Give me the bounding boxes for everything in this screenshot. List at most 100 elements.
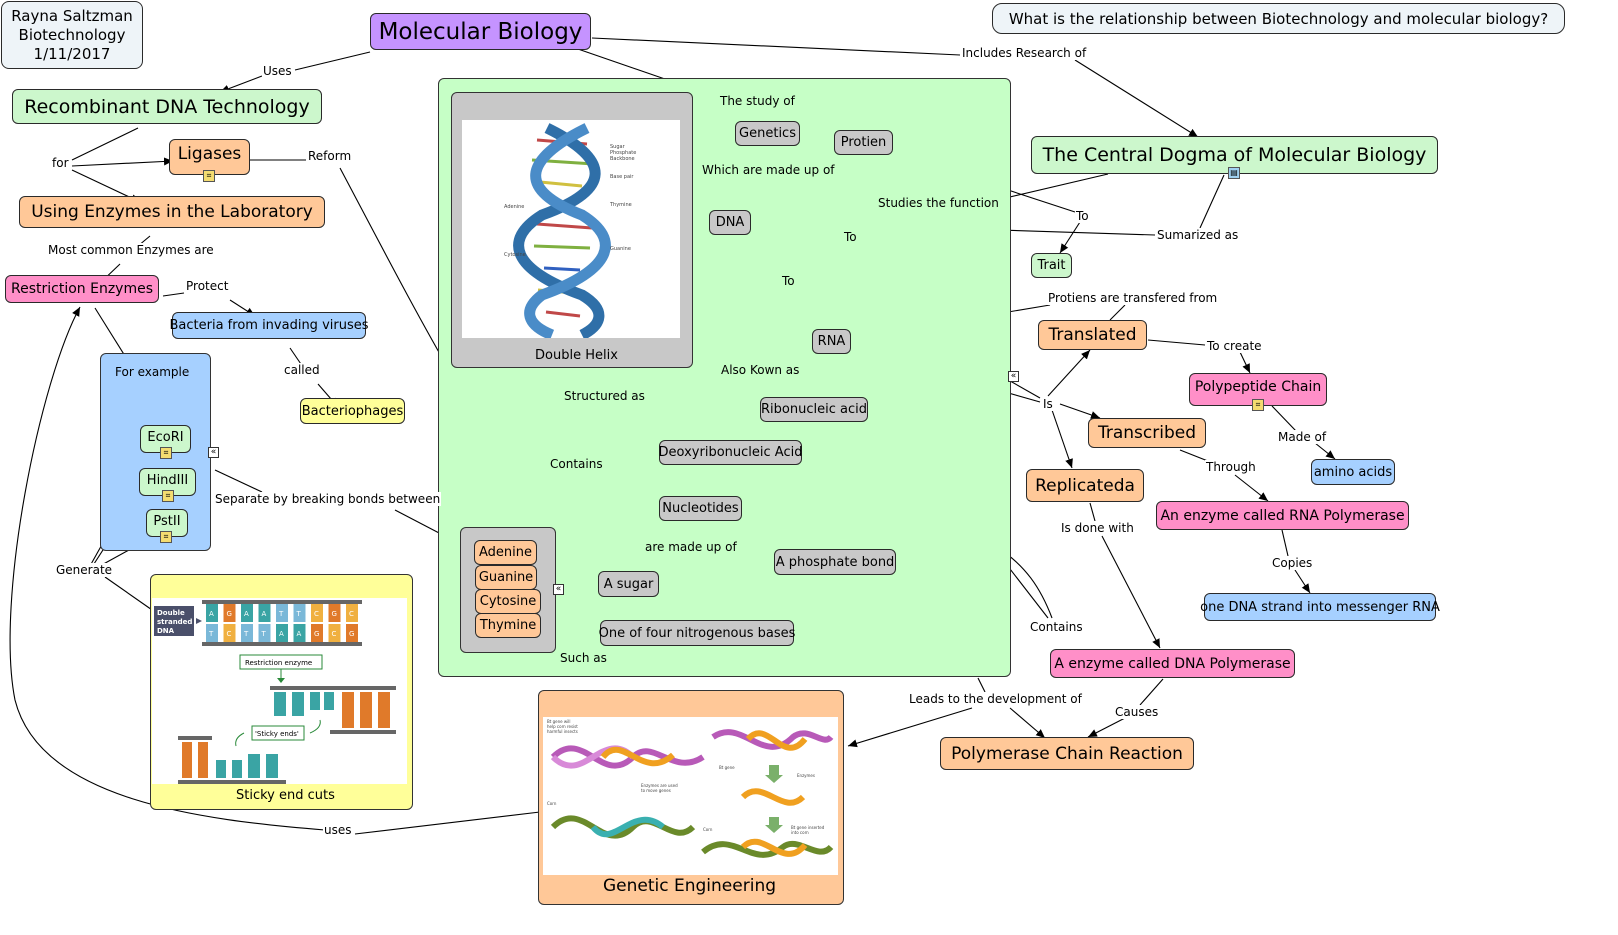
genetic-engineering-figure: Bt gene will help corn resist harmful in… [543,717,838,875]
sticky-base-bottom-label: G [314,630,319,638]
concept-deoxyribonucleic[interactable]: Deoxyribonucleic Acid [659,440,802,465]
sticky-base-top [328,604,341,622]
concept-sugar[interactable]: A sugar [598,571,659,597]
concept-bacteria[interactable]: Bacteria from invading viruses [170,312,369,339]
concept-polypeptide[interactable]: Polypeptide Chain [1189,373,1327,406]
sticky-base-bottom-label: T [243,630,249,638]
concept-guanine[interactable]: Guanine [475,565,537,590]
sticky-base-top-label: G [332,610,337,618]
concept-replicated[interactable]: Replicateda [1026,469,1144,502]
link-uses2: uses [323,823,353,837]
sticky-base-top-label: C [349,610,354,618]
concept-protien[interactable]: Protien [834,130,893,155]
polypeptide-map-icon[interactable]: ⌗ [1252,399,1264,411]
author-course: Biotechnology [18,25,126,44]
double-helix-caption: Double Helix [535,348,618,363]
concept-amino-acids[interactable]: amino acids [1311,459,1395,485]
link-called: called [283,363,321,377]
concept-dna-to-mrna[interactable]: one DNA strand into messenger RNA [1200,593,1440,621]
helix-label-cytosine: Cytosine [504,252,526,258]
concept-translated[interactable]: Translated [1038,320,1147,350]
concept-ligases[interactable]: Ligases [169,139,250,175]
link-to-create: To create [1206,339,1263,353]
concept-dna-polymerase[interactable]: A enzyme called DNA Polymerase [1050,649,1295,678]
concept-restriction-enzymes[interactable]: Restriction Enzymes [5,275,159,303]
helix-label-guanine: Guanine [610,246,631,252]
ge-label-corn2: Corn [703,827,713,832]
sticky-end-caption: Sticky end cuts [236,788,335,803]
sticky-base-bottom-label: A [297,630,302,638]
sticky-base-top [258,604,271,622]
hindiii-map-icon[interactable]: ⌗ [162,490,174,502]
concept-phosphate-bond[interactable]: A phosphate bond [774,549,896,575]
bases-expand-icon[interactable]: « [553,584,564,595]
link-study-of: The study of [719,94,796,108]
sticky-base-bottom [241,624,253,642]
concept-pcr[interactable]: Polymerase Chain Reaction [940,737,1194,770]
sticky-base-top-label: A [244,610,249,618]
sticky-label-double: Double [157,609,185,617]
author-name: Rayna Saltzman [11,6,133,25]
expand-icon[interactable]: « [208,447,219,458]
sticky-base-bottom [346,624,358,642]
link-transfered: Protiens are transfered from [1047,291,1219,305]
sticky-base-bottom-label: C [227,630,232,638]
sticky-base-bottom [293,624,306,642]
sticky-base-bottom [258,624,271,642]
sticky-base-top [206,604,218,622]
author-box: Rayna Saltzman Biotechnology 1/11/2017 [1,1,143,69]
link-causes: Causes [1114,705,1160,719]
sticky-base-top-label: A [262,610,267,618]
helix-label-adenine: Adenine [504,204,524,210]
sticky-base-bottom [276,624,288,642]
concept-recombinant-dna[interactable]: Recombinant DNA Technology [12,89,322,124]
sticky-base-bottom-label: T [261,630,267,638]
ge-label-to-move-genes: to move genes [641,788,671,793]
link-includes-research: Includes Research of [961,46,1088,60]
sticky-base-top [276,604,288,622]
ecori-map-icon[interactable]: ⌗ [160,447,172,459]
link-to-trait: To [1075,209,1090,223]
link-also-known: Also Kown as [720,363,801,377]
sticky-base-bottom [223,624,236,642]
concept-map-icon[interactable]: ⌗ [203,170,215,182]
ge-label-corn: Corn [547,801,557,806]
sticky-label-sticky-ends: 'Sticky ends' [255,730,299,738]
concept-cytosine[interactable]: Cytosine [475,589,541,614]
concept-using-enzymes[interactable]: Using Enzymes in the Laboratory [19,196,325,228]
ge-label-enzymes-used: Enzymes are used [641,783,678,788]
sticky-base-top [241,604,253,622]
concept-transcribed[interactable]: Transcribed [1088,418,1206,448]
panel-expand-icon[interactable]: « [1008,371,1019,382]
sticky-base-top-label: T [296,610,302,618]
sticky-base-top [311,604,323,622]
concept-bacteriophages[interactable]: Bacteriophages [300,398,405,424]
link-leads-to: Leads to the development of [908,692,1083,706]
concept-molecular-biology[interactable]: Molecular Biology [370,13,591,50]
concept-adenine[interactable]: Adenine [474,540,537,565]
psti-map-icon[interactable]: ⌗ [160,531,172,543]
genetic-engineering-caption: Genetic Engineering [603,876,777,896]
concept-dna[interactable]: DNA [709,210,751,235]
link-uses: Uses [262,64,293,78]
concept-trait[interactable]: Trait [1031,253,1072,278]
sticky-base-top [346,604,358,622]
helix-label-sugar: Sugar [610,144,626,150]
sticky-label-restriction-enzyme: Restriction enzyme [245,659,312,667]
sticky-base-top [293,604,306,622]
video-icon[interactable]: ▤ [1228,167,1240,179]
link-generate: Generate [55,563,114,577]
sticky-base-top-label: T [278,610,284,618]
concept-genetics[interactable]: Genetics [735,121,800,146]
concept-ribonucleic[interactable]: Ribonucleic acid [760,397,868,422]
concept-rna-polymerase[interactable]: An enzyme called RNA Polymerase [1156,501,1409,530]
concept-nucleotides[interactable]: Nucleotides [659,496,742,521]
ge-label-enzymes: Enzymes [797,773,815,778]
concept-thymine[interactable]: Thymine [475,613,541,638]
helix-label-phosphate: Phosphate [610,150,636,156]
concept-nitrogenous[interactable]: One of four nitrogenous bases [599,620,795,646]
concept-rna[interactable]: RNA [812,329,851,354]
focus-question[interactable]: What is the relationship between Biotech… [992,3,1565,34]
sticky-base-bottom-label: A [279,630,284,638]
